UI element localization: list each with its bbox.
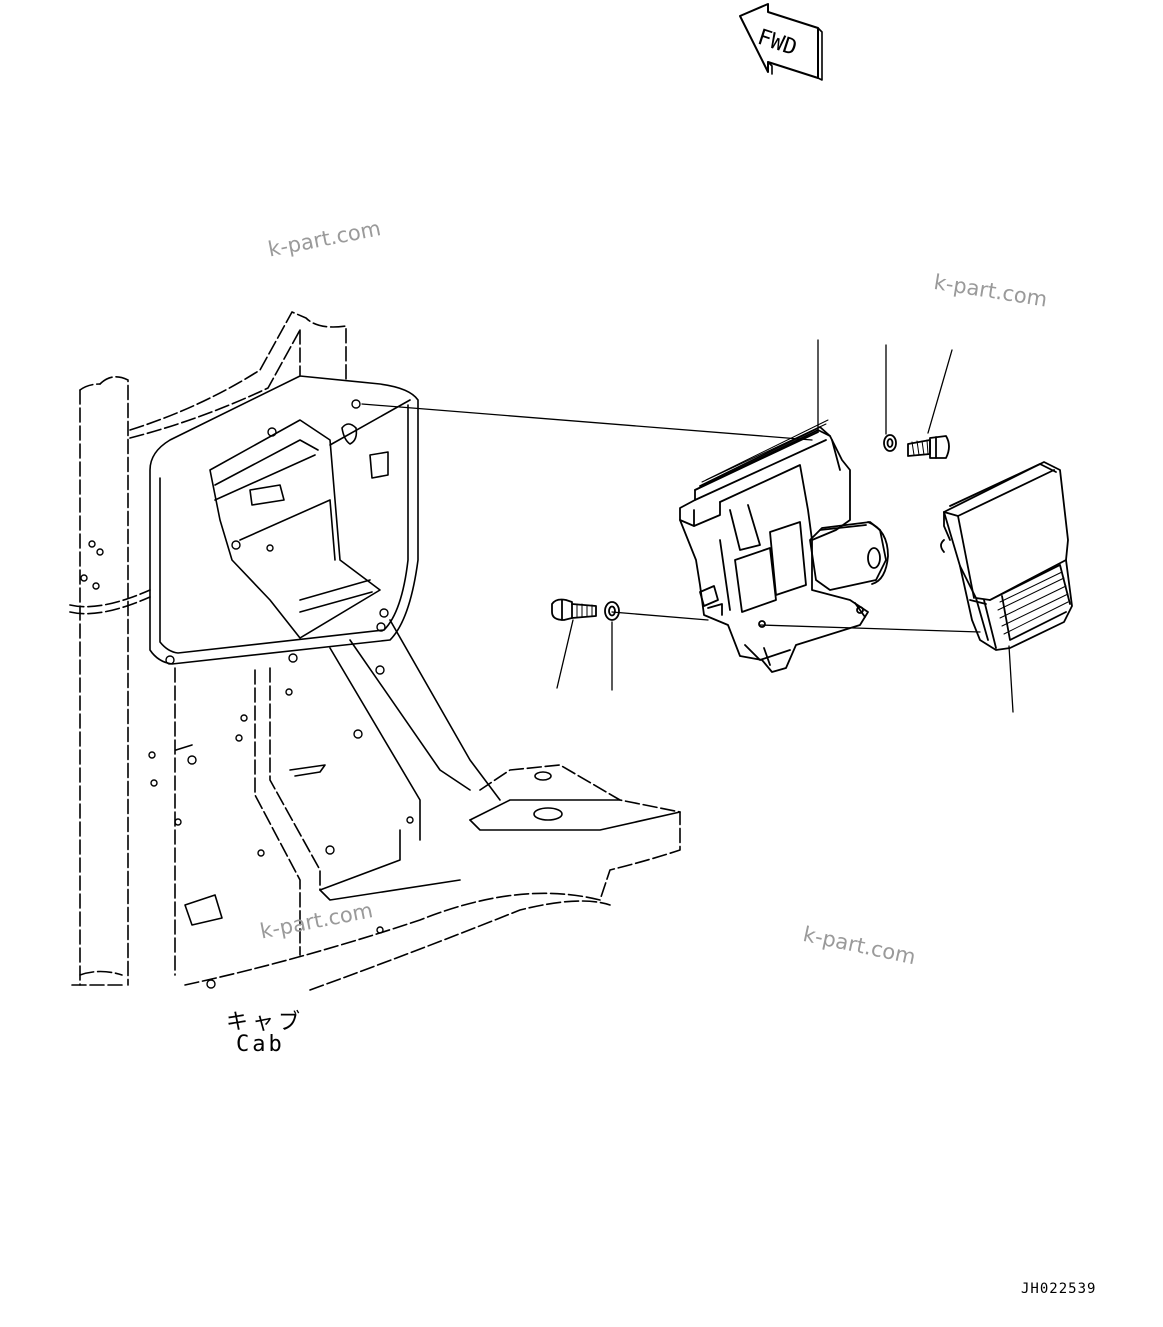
cab-fastener-holes	[80, 399, 414, 989]
cab-label-japanese: キャブ	[226, 1010, 305, 1035]
fwd-label: FWD	[754, 25, 800, 61]
washer-upper	[883, 434, 897, 452]
bolt-upper	[907, 435, 950, 459]
controller-unit	[940, 461, 1073, 651]
leader-lines	[361, 339, 1014, 713]
cab-label-english: Cab	[236, 1032, 285, 1057]
controller-bracket	[679, 419, 889, 673]
bolt-lower	[551, 598, 597, 621]
fwd-arrow-icon: FWD	[739, 3, 823, 81]
washer-lower	[604, 601, 620, 621]
cab-frame	[69, 311, 681, 991]
figure-id: JH022539	[1021, 1281, 1097, 1297]
